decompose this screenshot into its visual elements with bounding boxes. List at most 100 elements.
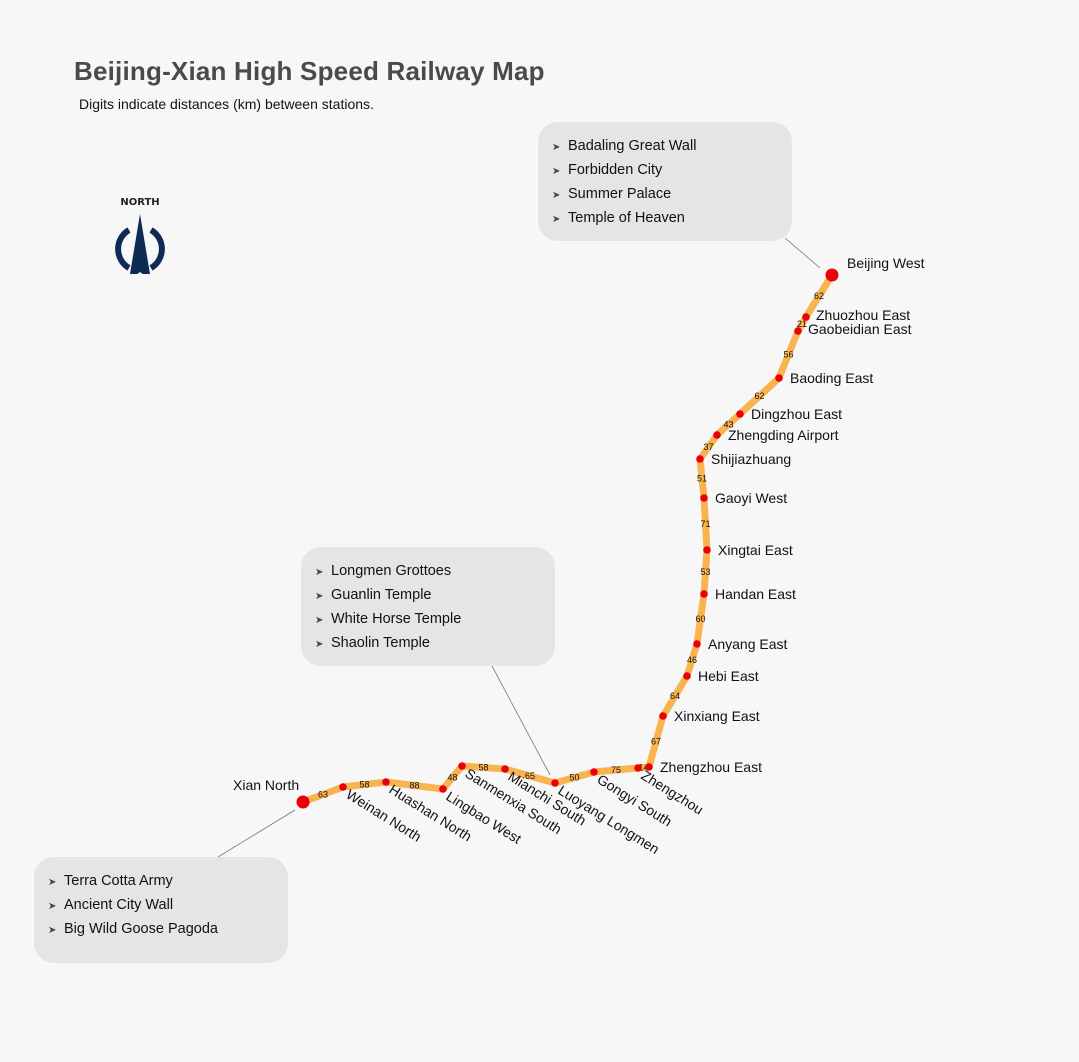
- station-marker[interactable]: [339, 783, 347, 791]
- distance-label: 71: [700, 519, 710, 529]
- distance-label: 53: [700, 567, 710, 577]
- distance-label: 58: [478, 763, 488, 773]
- attraction-name: Big Wild Goose Pagoda: [64, 921, 218, 937]
- leader-line: [217, 809, 296, 858]
- attraction-item: ➤ Big Wild Goose Pagoda: [48, 917, 274, 941]
- attraction-item: ➤ Badaling Great Wall: [552, 134, 778, 158]
- station-label: Xingtai East: [718, 542, 793, 558]
- station-marker[interactable]: [659, 712, 667, 720]
- distance-label: 64: [670, 691, 680, 701]
- station-marker[interactable]: [458, 762, 466, 770]
- attraction-name: Badaling Great Wall: [568, 138, 697, 154]
- attraction-name: Terra Cotta Army: [64, 873, 173, 889]
- attraction-name: Ancient City Wall: [64, 897, 174, 913]
- station-label: Xinxiang East: [674, 708, 760, 724]
- compass: NORTH: [110, 197, 170, 280]
- station-marker[interactable]: [700, 590, 708, 598]
- distance-label: 75: [611, 765, 621, 775]
- distance-label: 48: [447, 773, 457, 783]
- station-marker[interactable]: [736, 410, 744, 418]
- attraction-item: ➤ Forbidden City: [552, 158, 778, 182]
- distance-label: 60: [695, 614, 705, 624]
- bullet-arrow-icon: ➤: [48, 901, 57, 912]
- distance-label: 62: [754, 391, 764, 401]
- bullet-arrow-icon: ➤: [552, 214, 561, 225]
- bullet-arrow-icon: ➤: [315, 567, 324, 578]
- station-marker[interactable]: [296, 795, 310, 809]
- station-label: Gaobeidian East: [808, 321, 912, 337]
- station-label: Beijing West: [847, 255, 925, 271]
- station-marker[interactable]: [501, 765, 509, 773]
- attraction-name: Summer Palace: [568, 186, 672, 202]
- station-marker[interactable]: [713, 431, 721, 439]
- station-marker[interactable]: [551, 779, 559, 787]
- attraction-name: Guanlin Temple: [331, 587, 432, 603]
- station-label: Handan East: [715, 586, 796, 602]
- bullet-arrow-icon: ➤: [48, 877, 57, 888]
- attraction-item: ➤ White Horse Temple: [315, 607, 541, 631]
- station-marker[interactable]: [775, 374, 783, 382]
- distance-label: 21: [797, 319, 807, 329]
- station-marker[interactable]: [590, 768, 598, 776]
- bullet-arrow-icon: ➤: [552, 166, 561, 177]
- bullet-arrow-icon: ➤: [315, 591, 324, 602]
- station-label: Gaoyi West: [715, 490, 787, 506]
- station-marker[interactable]: [634, 764, 642, 772]
- station-label: Zhengzhou East: [660, 759, 762, 775]
- bullet-arrow-icon: ➤: [552, 142, 561, 153]
- distance-label: 58: [359, 780, 369, 790]
- distance-label: 67: [651, 737, 661, 747]
- distance-label: 51: [697, 474, 707, 484]
- station-marker[interactable]: [693, 640, 701, 648]
- attractions-box-luoyang: ➤Longmen Grottoes➤Guanlin Temple➤White H…: [301, 547, 555, 666]
- distance-label: 46: [687, 655, 697, 665]
- north-arrow-icon: [115, 214, 165, 280]
- station-marker[interactable]: [696, 455, 704, 463]
- attraction-item: ➤ Guanlin Temple: [315, 583, 541, 607]
- attraction-item: ➤ Ancient City Wall: [48, 893, 274, 917]
- station-label: Anyang East: [708, 636, 787, 652]
- attraction-name: Temple of Heaven: [568, 210, 685, 226]
- bullet-arrow-icon: ➤: [315, 615, 324, 626]
- station-label: Xian North: [233, 777, 299, 793]
- attraction-name: White Horse Temple: [331, 611, 462, 627]
- attractions-box-beijing: ➤ Badaling Great Wall ➤ Forbidden City ➤ Summ…: [538, 122, 792, 241]
- station-marker[interactable]: [439, 785, 447, 793]
- attraction-item: ➤Longmen Grottoes: [315, 559, 541, 583]
- station-marker[interactable]: [703, 546, 711, 554]
- distance-label: 62: [814, 291, 824, 301]
- station-label: Shijiazhuang: [711, 451, 791, 467]
- attractions-box-xian: ➤ Terra Cotta Army ➤ Ancient City Wall ➤ Big …: [34, 857, 288, 963]
- attraction-name: Forbidden City: [568, 162, 663, 178]
- distance-label: 56: [783, 350, 793, 360]
- distance-label: 88: [409, 781, 419, 791]
- station-label: Baoding East: [790, 370, 873, 386]
- station-marker[interactable]: [382, 778, 390, 786]
- bullet-arrow-icon: ➤: [48, 925, 57, 936]
- attraction-item: ➤ Temple of Heaven: [552, 206, 778, 230]
- leader-line: [491, 665, 551, 776]
- distance-label: 14: [638, 763, 648, 773]
- attraction-name: Shaolin Temple: [331, 635, 430, 651]
- bullet-arrow-icon: ➤: [552, 190, 561, 201]
- distance-label: 37: [703, 442, 713, 452]
- station-marker[interactable]: [825, 268, 839, 282]
- station-label: Hebi East: [698, 668, 759, 684]
- attraction-item: ➤ Summer Palace: [552, 182, 778, 206]
- attraction-item: ➤ Terra Cotta Army: [48, 869, 274, 893]
- station-marker[interactable]: [802, 313, 810, 321]
- station-marker[interactable]: [645, 763, 653, 771]
- station-label: Zhengding Airport: [728, 427, 839, 443]
- bullet-arrow-icon: ➤: [315, 639, 324, 650]
- attraction-item: ➤ Shaolin Temple: [315, 631, 541, 655]
- distance-label: 65: [525, 771, 535, 781]
- station-marker[interactable]: [683, 672, 691, 680]
- map-title: Beijing-Xian High Speed Railway Map: [74, 56, 545, 86]
- station-marker[interactable]: [794, 327, 802, 335]
- station-marker[interactable]: [700, 494, 708, 502]
- station-label: Zhuozhou East: [816, 307, 910, 323]
- compass-label: NORTH: [120, 197, 160, 208]
- distance-label: 50: [569, 773, 579, 783]
- map-subtitle: Digits indicate distances (km) between s…: [79, 96, 374, 112]
